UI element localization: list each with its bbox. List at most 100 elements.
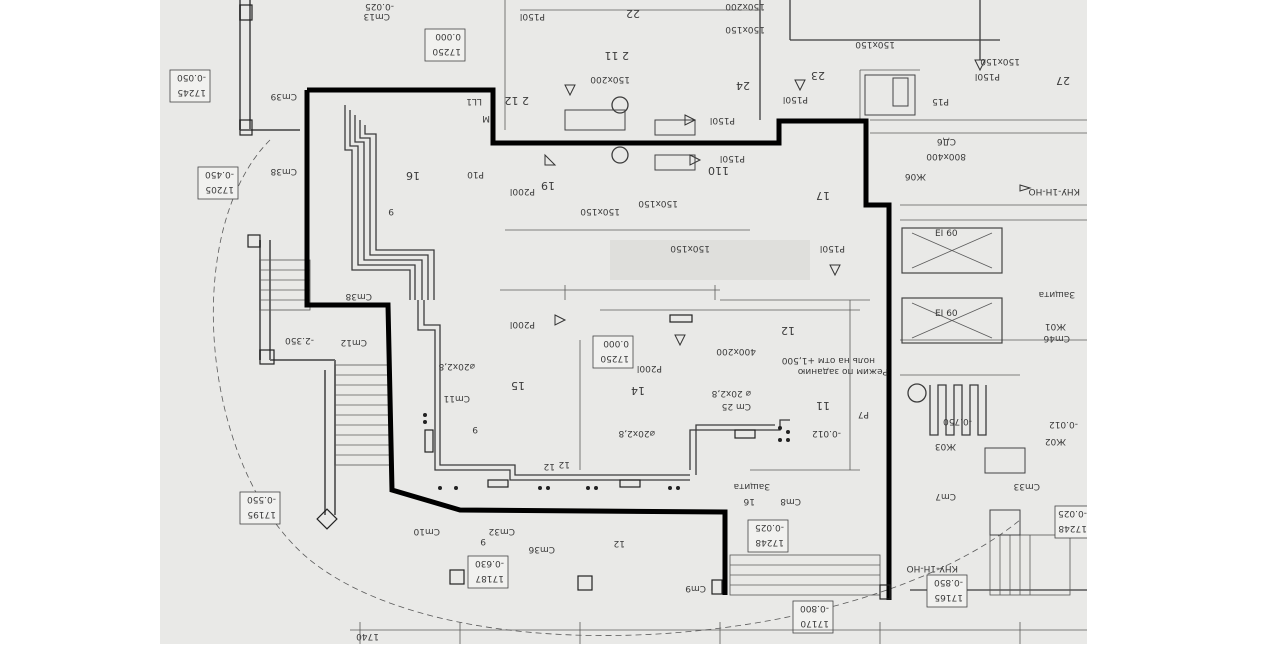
svg-text:ноль на отм +1,500: ноль на отм +1,500	[781, 355, 875, 365]
svg-text:Cm9: Cm9	[685, 583, 706, 593]
svg-text:9: 9	[480, 536, 486, 546]
room-labels: 22 23 24 27 16 19 110 17 15 14 12 11 2 1…	[406, 7, 1070, 412]
svg-text:150x150: 150x150	[855, 39, 895, 49]
svg-text:P150l: P150l	[975, 71, 1000, 81]
svg-text:⌀ 20x2,8: ⌀ 20x2,8	[711, 388, 751, 398]
svg-text:Cm46: Cm46	[1043, 333, 1070, 343]
svg-text:М: М	[482, 113, 490, 123]
svg-text:12: 12	[544, 461, 555, 471]
svg-text:EI 60: EI 60	[935, 309, 958, 319]
svg-text:17248: 17248	[755, 537, 784, 547]
svg-text:P150l: P150l	[710, 115, 735, 125]
stairs-bottom	[729, 534, 1071, 596]
svg-text:2 11: 2 11	[605, 49, 630, 62]
svg-text:P10: P10	[467, 169, 484, 179]
svg-text:9: 9	[388, 206, 394, 216]
svg-text:-0.025: -0.025	[365, 1, 394, 11]
svg-text:Cm8: Cm8	[780, 496, 801, 506]
svg-text:17250: 17250	[600, 353, 629, 363]
svg-text:27: 27	[1056, 74, 1070, 87]
svg-text:Cm32: Cm32	[488, 526, 515, 536]
svg-text:Ж02: Ж02	[1045, 436, 1066, 446]
svg-text:-0.850: -0.850	[934, 577, 963, 587]
svg-text:-0.012: -0.012	[812, 428, 841, 438]
svg-text:-0.025: -0.025	[1058, 508, 1087, 518]
pipe-bundle	[344, 105, 790, 481]
svg-text:150x150: 150x150	[670, 243, 710, 253]
svg-text:Cm39: Cm39	[270, 91, 297, 101]
svg-text:Cm13: Cm13	[363, 11, 390, 21]
svg-text:19: 19	[541, 179, 555, 192]
svg-text:P200l: P200l	[637, 363, 662, 373]
svg-text:Ж03: Ж03	[935, 441, 956, 451]
svg-text:Режим по заданию: Режим по заданию	[797, 366, 888, 376]
svg-text:⌀20x2,8: ⌀20x2,8	[438, 361, 475, 371]
svg-text:Cm 25: Cm 25	[722, 401, 751, 411]
svg-text:1740: 1740	[356, 631, 379, 641]
svg-text:17: 17	[816, 189, 830, 202]
svg-text:Защита: Защита	[1039, 289, 1075, 299]
svg-text:P150l: P150l	[720, 153, 745, 163]
svg-text:12: 12	[781, 324, 795, 337]
svg-text:P200l: P200l	[510, 186, 535, 196]
svg-text:-0.800: -0.800	[800, 603, 829, 613]
svg-text:P150l: P150l	[520, 11, 545, 21]
heating-coil	[907, 383, 987, 436]
svg-text:Cm11: Cm11	[443, 393, 470, 403]
svg-text:P7: P7	[858, 409, 869, 419]
svg-text:Ж06: Ж06	[905, 171, 926, 181]
svg-text:23: 23	[811, 69, 825, 82]
svg-text:СД6: СД6	[937, 136, 956, 146]
svg-text:800x400: 800x400	[926, 151, 966, 161]
svg-text:LL1: LL1	[466, 96, 482, 106]
svg-text:-0.550: -0.550	[247, 494, 276, 504]
svg-text:Ж01: Ж01	[1045, 321, 1066, 331]
svg-text:0.000: 0.000	[435, 31, 461, 41]
shaft-ei60-upper: EI 60	[901, 227, 1003, 274]
svg-text:-2.350: -2.350	[285, 335, 314, 345]
svg-text:110: 110	[708, 164, 729, 177]
svg-text:17195: 17195	[247, 509, 276, 519]
svg-text:P200l: P200l	[510, 319, 535, 329]
shaft-ei60-lower: EI 60	[901, 297, 1003, 344]
svg-text:17250: 17250	[432, 46, 461, 56]
svg-text:Cm12: Cm12	[340, 337, 367, 347]
svg-text:-0.450: -0.450	[205, 169, 234, 179]
svg-text:Cm38: Cm38	[345, 291, 372, 301]
svg-text:17205: 17205	[205, 184, 234, 194]
svg-text:P150l: P150l	[820, 243, 845, 253]
diffusers	[544, 59, 1032, 347]
svg-text:КНУ-1Н-НО: КНУ-1Н-НО	[907, 563, 958, 573]
svg-text:17187: 17187	[475, 573, 504, 583]
svg-text:150x150: 150x150	[580, 206, 620, 216]
svg-text:2 12: 2 12	[505, 94, 530, 107]
svg-text:EI 60: EI 60	[935, 229, 958, 239]
svg-text:17165: 17165	[934, 592, 963, 602]
svg-text:0.000: 0.000	[603, 338, 629, 348]
equipment	[239, 4, 1026, 600]
svg-text:-0.630: -0.630	[475, 558, 504, 568]
svg-text:17245: 17245	[177, 87, 206, 97]
svg-text:150x200: 150x200	[590, 74, 630, 84]
svg-text:Cm36: Cm36	[528, 544, 555, 554]
svg-text:-0.012: -0.012	[1049, 419, 1078, 429]
svg-text:⌀20x2,8: ⌀20x2,8	[618, 428, 655, 438]
annotations: P150l P15 P10 P200l P200l P200l P7 P150l…	[270, 1, 1080, 641]
svg-text:P150l: P150l	[783, 94, 808, 104]
svg-text:Cm10: Cm10	[413, 526, 440, 536]
svg-text:Cm33: Cm33	[1013, 481, 1040, 491]
svg-text:Cm38: Cm38	[270, 166, 297, 176]
radius-arc	[212, 139, 1021, 636]
svg-text:12: 12	[614, 538, 625, 548]
svg-text:24: 24	[736, 79, 750, 92]
svg-text:-0.050: -0.050	[177, 72, 206, 82]
elevation-marks: 17245 -0.050 17205 -0.450 17250 0.000 17…	[169, 28, 1087, 634]
shadow-fold	[610, 240, 810, 280]
svg-text:Защита: Защита	[734, 481, 770, 491]
svg-text:12: 12	[559, 459, 570, 469]
svg-text:9: 9	[472, 424, 478, 434]
svg-text:-0.750: -0.750	[943, 416, 972, 426]
drawing-sheet: EI 60 EI 60	[160, 0, 1087, 644]
svg-text:P15: P15	[932, 96, 949, 106]
svg-text:400x200: 400x200	[716, 346, 756, 356]
